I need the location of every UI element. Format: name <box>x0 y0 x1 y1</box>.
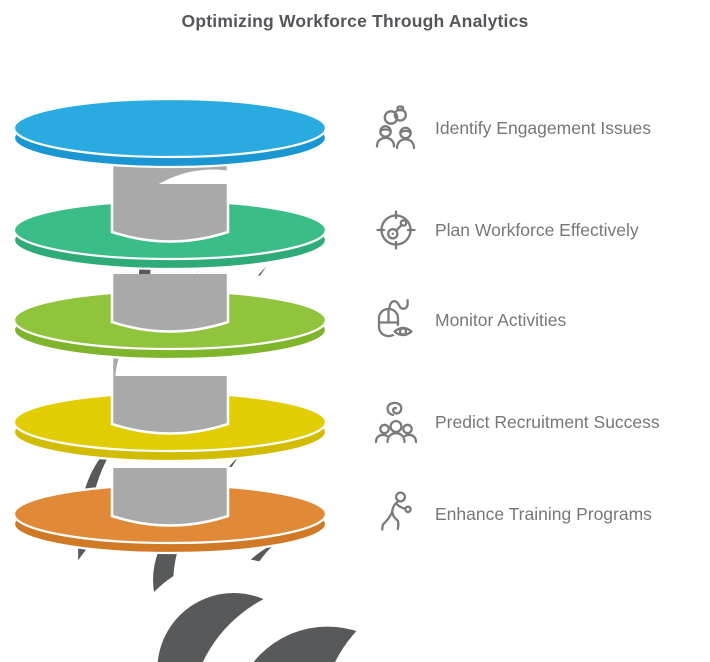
disc-top <box>12 97 328 159</box>
funnel-disc-3 <box>12 274 360 662</box>
funnel-disc-4 <box>12 376 360 662</box>
feature-label: Monitor Activities <box>435 309 567 330</box>
feature-row-identify-engagement: Identify Engagement Issues <box>372 100 651 156</box>
funnel-disc-5 <box>12 468 360 662</box>
funnel-disc-2 <box>12 184 360 662</box>
workforce-funnel-graphic <box>12 97 360 662</box>
engagement-rings-people-icon <box>375 105 416 150</box>
feature-row-plan-workforce: Plan Workforce Effectively <box>372 202 639 258</box>
mouse-eye-icon <box>372 295 420 345</box>
arrow-shaft-through-disc <box>110 184 230 243</box>
feature-label: Identify Engagement Issues <box>435 117 651 138</box>
feature-row-enhance-training: Enhance Training Programs <box>372 486 652 542</box>
feature-label: Predict Recruitment Success <box>435 411 660 432</box>
arrow-shaft-through-disc <box>110 468 230 527</box>
funnel-disc-1 <box>12 97 360 662</box>
arrow-shaft-through-disc <box>110 274 230 333</box>
arrow-shaft-through-disc <box>110 376 230 435</box>
people-swirl-icon <box>374 401 418 444</box>
feature-label: Plan Workforce Effectively <box>435 219 639 240</box>
target-gauge-icon <box>376 210 416 250</box>
feature-label: Enhance Training Programs <box>435 503 652 524</box>
feature-row-predict-recruitment: Predict Recruitment Success <box>372 394 660 450</box>
page-title: Optimizing Workforce Through Analytics <box>181 11 529 31</box>
exercise-person-icon <box>381 491 412 531</box>
feature-row-monitor-activities: Monitor Activities <box>372 292 566 348</box>
